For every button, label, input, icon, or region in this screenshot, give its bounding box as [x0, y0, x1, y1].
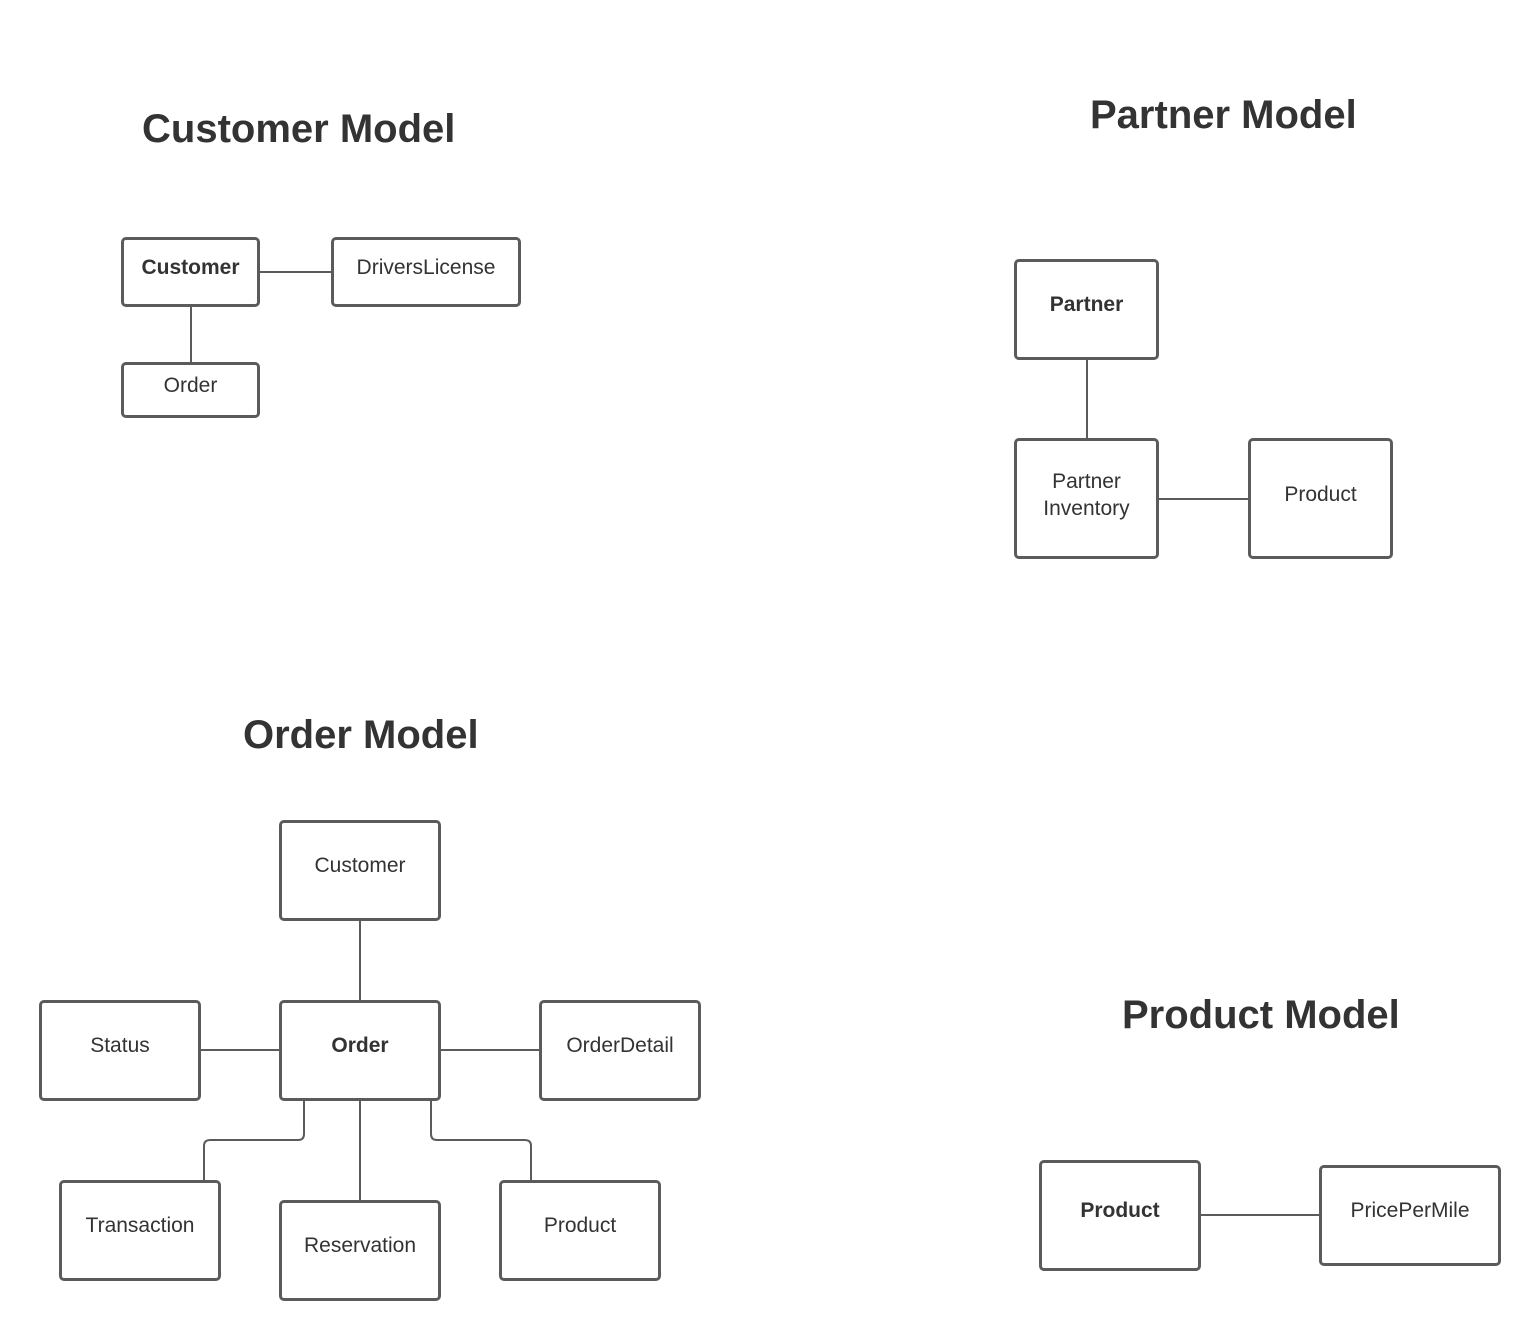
entity-customer[interactable]: Customer — [279, 820, 441, 921]
entity-order-label: Order — [163, 373, 218, 397]
entity-customer[interactable]: Customer — [121, 237, 260, 307]
entity-drivers-license-label: DriversLicense — [356, 255, 496, 279]
entity-order[interactable]: Order — [279, 1000, 441, 1101]
entity-price-per-mile[interactable]: PricePerMile — [1319, 1165, 1501, 1266]
entity-order-detail-label: OrderDetail — [566, 1034, 674, 1058]
entity-reservation[interactable]: Reservation — [279, 1200, 441, 1301]
entity-transaction-label: Transaction — [85, 1214, 195, 1238]
entity-customer-label: Customer — [314, 854, 406, 878]
entity-order-label: Order — [331, 1034, 389, 1058]
entity-partner[interactable]: Partner — [1014, 259, 1159, 360]
entity-partner-inventory-label-line1: Partner — [1052, 469, 1121, 493]
entity-partner-inventory-label-line2: Inventory — [1043, 496, 1130, 520]
entity-product-label: Product — [1284, 483, 1357, 507]
order-model-title: Order Model — [243, 713, 479, 757]
entity-customer-label: Customer — [141, 255, 240, 279]
customer-model-title: Customer Model — [142, 107, 456, 151]
entity-product[interactable]: Product — [1039, 1160, 1201, 1271]
entity-order[interactable]: Order — [121, 362, 260, 418]
entity-drivers-license[interactable]: DriversLicense — [331, 237, 521, 307]
partner-model-title: Partner Model — [1090, 93, 1357, 137]
entity-product-label: Product — [543, 1214, 617, 1238]
connector-order-transaction — [203, 1100, 305, 1180]
entity-partner-inventory[interactable]: Partner Inventory — [1014, 438, 1159, 559]
product-model-title: Product Model — [1122, 993, 1400, 1037]
entity-product[interactable]: Product — [499, 1180, 661, 1281]
entity-product[interactable]: Product — [1248, 438, 1393, 559]
entity-reservation-label: Reservation — [303, 1234, 417, 1258]
entity-status[interactable]: Status — [39, 1000, 201, 1101]
entity-product-label: Product — [1080, 1199, 1160, 1223]
entity-price-per-mile-label: PricePerMile — [1350, 1199, 1470, 1223]
entity-order-detail[interactable]: OrderDetail — [539, 1000, 701, 1101]
entity-status-label: Status — [90, 1034, 150, 1058]
connector-order-product — [430, 1100, 532, 1180]
entity-transaction[interactable]: Transaction — [59, 1180, 221, 1281]
entity-partner-label: Partner — [1049, 293, 1124, 317]
